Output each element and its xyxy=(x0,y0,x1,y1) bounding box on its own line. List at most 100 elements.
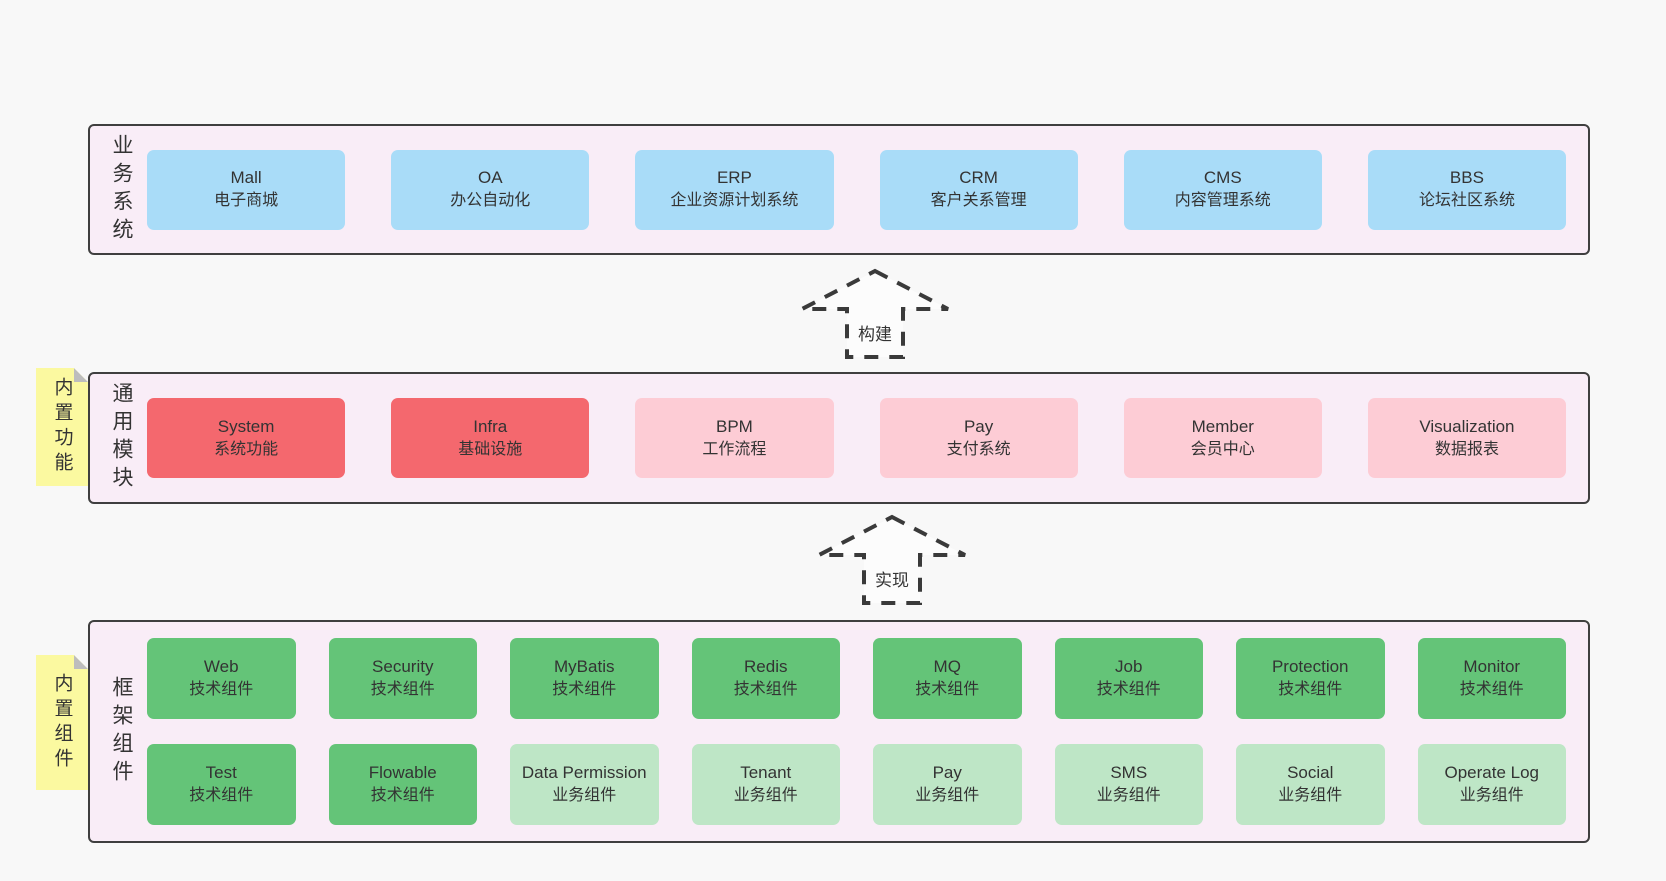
module-subtitle: 技术组件 xyxy=(915,681,980,699)
module-subtitle: 企业资源计划系统 xyxy=(670,192,799,210)
module-subtitle: 系统功能 xyxy=(214,440,279,458)
module-subtitle: 技术组件 xyxy=(370,787,435,805)
module-subtitle: 基础设施 xyxy=(458,440,523,458)
module-box-crm: CRM 客户关系管理 xyxy=(879,149,1078,230)
arrow-up-build: 构建 xyxy=(800,268,950,360)
dashed-up-arrow-icon xyxy=(801,268,949,359)
module-title: Operate Log xyxy=(1444,763,1539,783)
module-title: OA xyxy=(477,168,503,188)
module-title: Pay xyxy=(963,416,994,436)
module-box-redis: Redis 技术组件 xyxy=(691,638,840,719)
module-title: Pay xyxy=(932,763,962,783)
module-subtitle: 技术组件 xyxy=(1278,681,1343,699)
module-box-pay: Pay 支付系统 xyxy=(879,398,1078,478)
module-subtitle: 技术组件 xyxy=(552,681,617,699)
module-subtitle: 技术组件 xyxy=(189,787,254,805)
module-title: Test xyxy=(205,763,237,783)
module-subtitle: 业务组件 xyxy=(1096,787,1161,805)
module-box-flowable: Flowable 技术组件 xyxy=(328,744,477,825)
module-title: ERP xyxy=(716,168,752,188)
module-box-security: Security 技术组件 xyxy=(328,638,477,719)
arrow-label-build: 构建 xyxy=(855,320,895,346)
module-subtitle: 电子商城 xyxy=(214,192,279,210)
module-title: Web xyxy=(203,657,239,677)
module-box-job: Job 技术组件 xyxy=(1054,638,1203,719)
layer-label-framework-components: 框架组件 xyxy=(110,675,133,788)
module-box-protection: Protection 技术组件 xyxy=(1236,638,1385,719)
module-box-visualization: Visualization 数据报表 xyxy=(1367,398,1567,478)
module-title: Member xyxy=(1191,416,1254,436)
module-box-tenant: Tenant 业务组件 xyxy=(691,744,840,825)
module-subtitle: 支付系统 xyxy=(946,440,1011,458)
module-subtitle: 会员中心 xyxy=(1190,440,1255,458)
module-box-mybatis: MyBatis 技术组件 xyxy=(510,638,659,719)
module-title: Protection xyxy=(1271,657,1349,677)
arrow-label-implement: 实现 xyxy=(872,566,912,592)
module-subtitle: 数据报表 xyxy=(1434,440,1499,458)
module-title: CMS xyxy=(1203,168,1242,188)
module-subtitle: 工作流程 xyxy=(702,440,767,458)
module-subtitle: 技术组件 xyxy=(733,681,798,699)
module-box-mall: Mall 电子商城 xyxy=(147,149,346,230)
module-title: Security xyxy=(372,657,434,677)
arrow-up-implement: 实现 xyxy=(817,514,967,606)
module-box-mq: MQ 技术组件 xyxy=(873,638,1022,719)
module-subtitle: 业务组件 xyxy=(1459,787,1524,805)
module-title: Tenant xyxy=(740,763,792,783)
module-box-social: Social 业务组件 xyxy=(1236,744,1385,825)
module-subtitle: 办公自动化 xyxy=(450,192,531,210)
module-title: MyBatis xyxy=(554,657,615,677)
module-title: Infra xyxy=(473,416,508,436)
module-subtitle: 业务组件 xyxy=(733,787,798,805)
module-subtitle: 技术组件 xyxy=(370,681,435,699)
module-box-operate-log: Operate Log 业务组件 xyxy=(1417,744,1566,825)
module-box-erp: ERP 企业资源计划系统 xyxy=(635,149,834,230)
module-box-test: Test 技术组件 xyxy=(147,744,296,825)
box-row: Mall 电子商城 OA 办公自动化 ERP 企业资源计划系统 CRM 客户关系管理 CMS 内容… xyxy=(147,149,1567,230)
module-subtitle: 业务组件 xyxy=(915,787,980,805)
module-title: Mall xyxy=(230,168,262,188)
module-title: BBS xyxy=(1449,168,1484,188)
module-subtitle: 业务组件 xyxy=(552,787,617,805)
module-box-sms: SMS 业务组件 xyxy=(1054,744,1203,825)
module-box-oa: OA 办公自动化 xyxy=(391,149,590,230)
module-box-web: Web 技术组件 xyxy=(147,638,296,719)
module-title: MQ xyxy=(933,657,961,677)
module-title: Social xyxy=(1287,763,1334,783)
module-box-infra: Infra 基础设施 xyxy=(391,398,590,478)
module-title: Redis xyxy=(744,657,788,677)
layer-label-common-modules: 通用模块 xyxy=(110,382,133,494)
layer-label-business-systems: 业务系统 xyxy=(110,133,133,246)
sticky-note-builtin-components: 内置组件 xyxy=(36,655,88,790)
module-title: CRM xyxy=(959,168,998,188)
module-subtitle: 内容管理系统 xyxy=(1174,192,1271,210)
module-box-pay: Pay 业务组件 xyxy=(873,744,1022,825)
module-title: Flowable xyxy=(368,763,437,783)
module-subtitle: 客户关系管理 xyxy=(930,192,1027,210)
module-subtitle: 技术组件 xyxy=(1459,681,1524,699)
module-box-member: Member 会员中心 xyxy=(1123,398,1322,478)
module-title: Visualization xyxy=(1419,416,1515,436)
module-title: Job xyxy=(1115,657,1143,677)
layer-business-systems: 业务系统 Mall 电子商城 OA 办公自动化 ERP 企业资源计划系统 CRM 客户关系管理… xyxy=(88,124,1590,255)
module-subtitle: 技术组件 xyxy=(1096,681,1161,699)
module-title: Data Permission xyxy=(521,763,647,783)
dashed-up-arrow-icon xyxy=(818,514,966,605)
module-subtitle: 业务组件 xyxy=(1278,787,1343,805)
module-subtitle: 技术组件 xyxy=(189,681,254,699)
module-box-cms: CMS 内容管理系统 xyxy=(1123,149,1322,230)
module-title: SMS xyxy=(1110,763,1148,783)
sticky-note-builtin-features: 内置功能 xyxy=(36,368,88,486)
